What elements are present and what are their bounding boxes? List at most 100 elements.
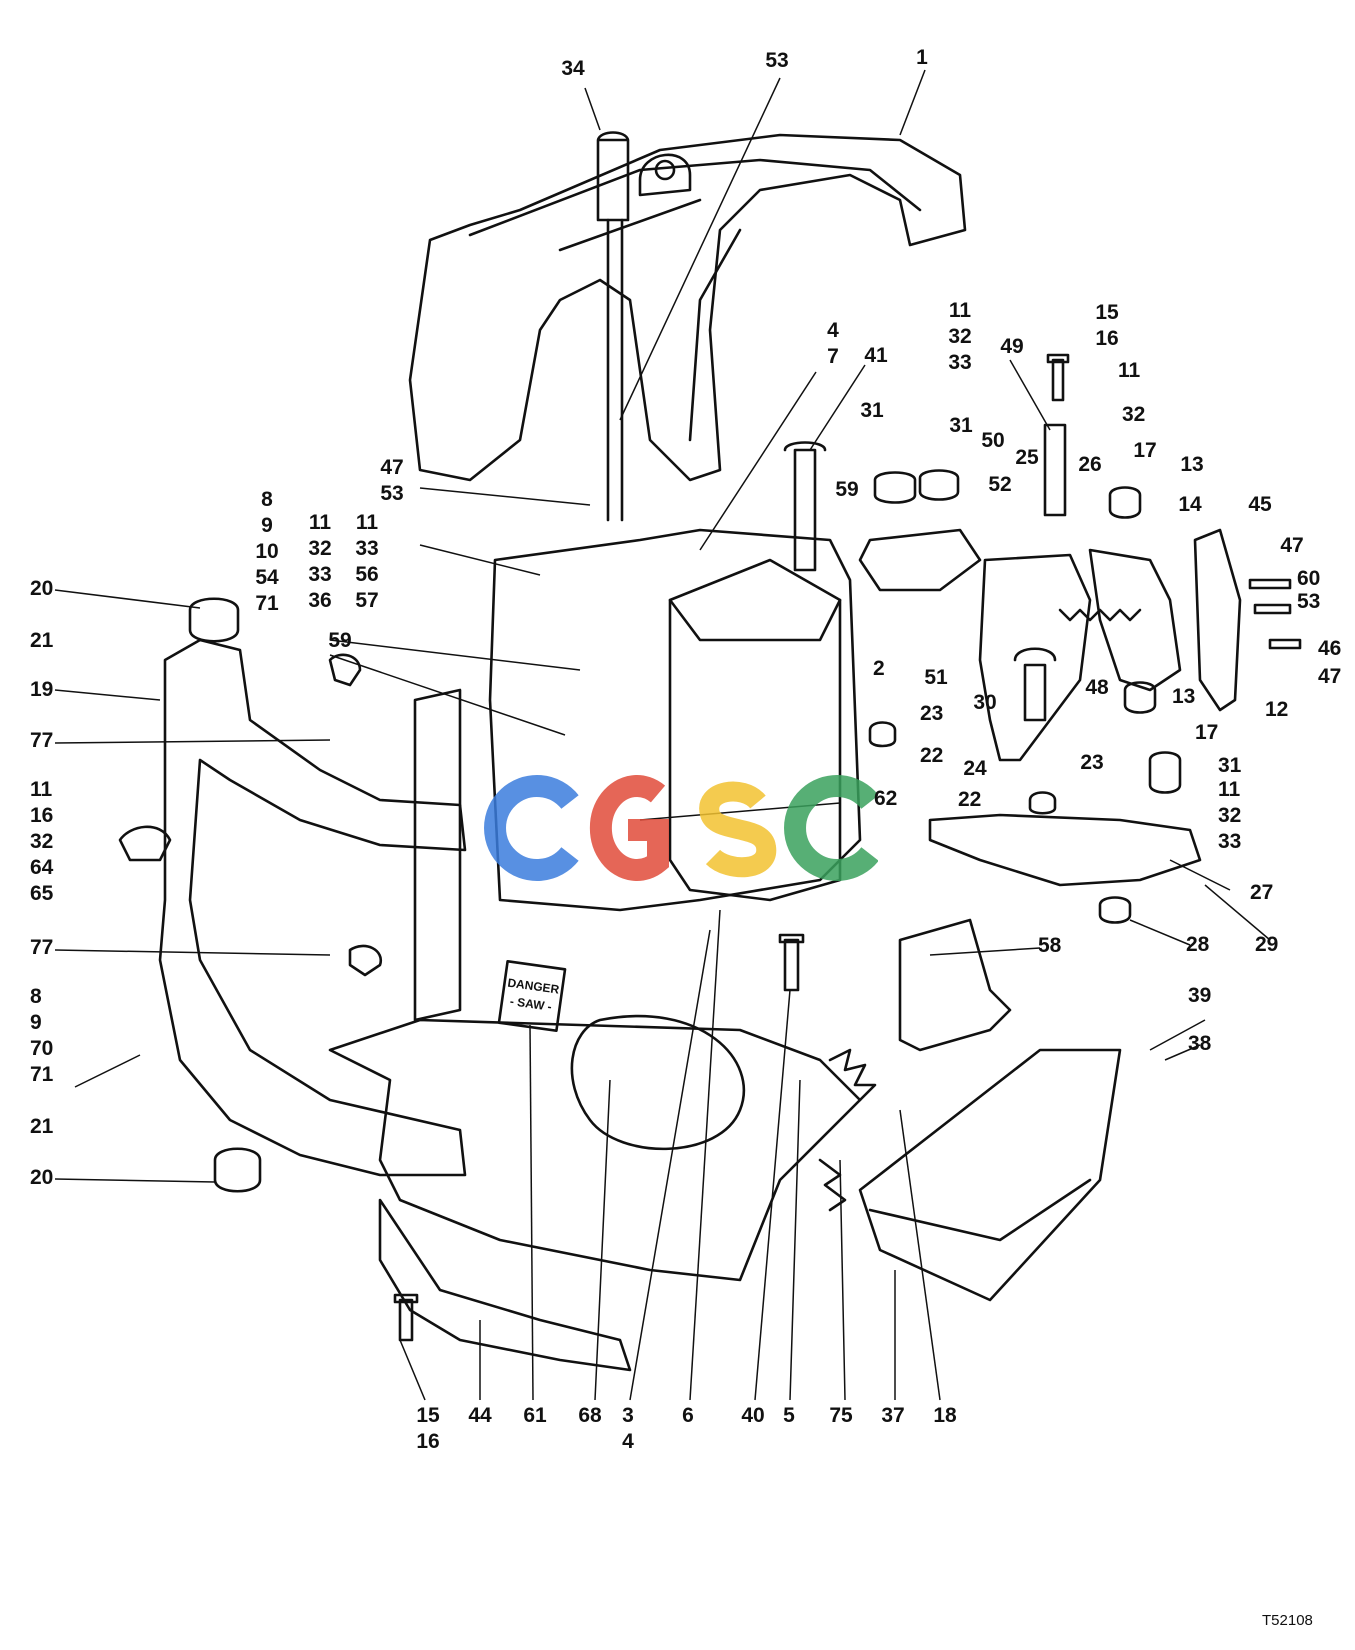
callout-6: 6 — [682, 1404, 694, 1427]
bracket-8 — [348, 944, 383, 977]
shoe-37 — [858, 1048, 1122, 1302]
callout-31-a: 31 — [860, 399, 884, 422]
callout-59-mid: 59 — [328, 629, 352, 652]
cap-22b — [1028, 791, 1057, 815]
callout-1: 1 — [916, 46, 928, 69]
callout-47: 47 — [1280, 534, 1304, 557]
callout-68: 68 — [578, 1404, 602, 1427]
saw-teeth — [818, 1048, 877, 1212]
callout-2: 2 — [873, 657, 885, 680]
callout-29: 29 — [1255, 933, 1279, 956]
bracket-58 — [898, 918, 1012, 1052]
left-beam-19 — [158, 638, 467, 1177]
bushing-31a — [873, 471, 917, 504]
callout-50: 50 — [981, 429, 1005, 452]
callout-23-a: 23 — [920, 702, 944, 725]
callout-40: 40 — [741, 1404, 765, 1427]
callout-75: 75 — [829, 1404, 853, 1427]
callout-13: 13 — [1180, 453, 1204, 476]
bushing-31c — [1148, 751, 1182, 794]
callout-21: 21 — [30, 629, 54, 652]
bolt-60 — [1248, 578, 1302, 650]
cap-22a — [868, 721, 897, 748]
plate-45 — [1193, 528, 1242, 712]
decal-line-2: - SAW - — [509, 994, 553, 1014]
lower-arm-44 — [378, 1198, 632, 1372]
callout-11: 11 — [1118, 359, 1141, 382]
callout-22-a: 22 — [920, 744, 944, 767]
callout-58: 58 — [1038, 934, 1062, 957]
callout-38: 38 — [1188, 1032, 1212, 1055]
bushing-31b — [918, 469, 960, 501]
callout-44: 44 — [468, 1404, 492, 1427]
callout-47-right: 47 — [1318, 665, 1342, 688]
bolt-40 — [778, 933, 805, 992]
callout-5: 5 — [783, 1404, 795, 1427]
gsc-watermark-logo — [484, 775, 878, 881]
callout-31-b: 31 — [949, 414, 973, 437]
pin-30 — [1013, 647, 1057, 722]
callout-12: 12 — [1265, 698, 1289, 721]
callout-51: 51 — [924, 666, 948, 689]
arm-27 — [928, 813, 1202, 887]
callout-77: 77 — [30, 729, 54, 752]
callout-37: 37 — [881, 1404, 905, 1427]
pin-41 — [783, 441, 827, 572]
plate-64 — [118, 825, 172, 862]
saw-disc — [570, 1014, 746, 1151]
pivot-plate-50 — [858, 528, 982, 592]
callout-77-mid: 77 — [30, 936, 54, 959]
rear-wall — [413, 688, 462, 1022]
bolt-15-top — [1046, 353, 1070, 402]
callout-46: 46 — [1318, 637, 1342, 660]
column-34 — [596, 131, 630, 222]
callout-31-c: 31 — [1218, 754, 1242, 777]
upper-arch-frame — [408, 133, 967, 482]
callout-60: 60 — [1297, 567, 1321, 590]
spring-48 — [1058, 608, 1142, 622]
callout-19: 19 — [30, 678, 54, 701]
callout-41: 41 — [864, 344, 888, 367]
bushing-20-top — [188, 597, 240, 643]
callout-24: 24 — [963, 757, 987, 780]
callout-17-mid: 17 — [1195, 721, 1219, 744]
danger-saw-decal-frame — [497, 959, 567, 1033]
callout-34: 34 — [561, 57, 585, 80]
callout-13-mid: 13 — [1172, 685, 1196, 708]
bushing-28 — [1098, 896, 1132, 924]
callout-53: 53 — [765, 49, 789, 72]
callout-28: 28 — [1186, 933, 1210, 956]
callout-52: 52 — [988, 473, 1012, 496]
callout-53-right: 53 — [1297, 590, 1321, 613]
callout-32: 32 — [1122, 403, 1146, 426]
callout-27: 27 — [1250, 881, 1274, 904]
upper-arch-inner — [468, 158, 922, 442]
callout-25: 25 — [1015, 446, 1039, 469]
callout-14: 14 — [1178, 493, 1202, 516]
callout-18: 18 — [933, 1404, 957, 1427]
decal-line-1: DANGER — [507, 976, 561, 997]
danger-saw-decal: DANGER - SAW - — [507, 976, 561, 1014]
yoke-12-right — [1088, 548, 1182, 692]
bushing-13 — [1123, 681, 1157, 714]
drawing-number: T52108 — [1262, 1612, 1313, 1629]
callout-45: 45 — [1248, 493, 1272, 516]
callout-62: 62 — [874, 787, 898, 810]
bolt-15 — [393, 1293, 419, 1342]
callout-48: 48 — [1085, 676, 1109, 699]
sleeve-49 — [1043, 423, 1067, 517]
callout-17: 17 — [1133, 439, 1157, 462]
callout-30: 30 — [973, 691, 997, 714]
callout-22-b: 22 — [958, 788, 982, 811]
callout-20-b: 20 — [30, 1166, 54, 1189]
